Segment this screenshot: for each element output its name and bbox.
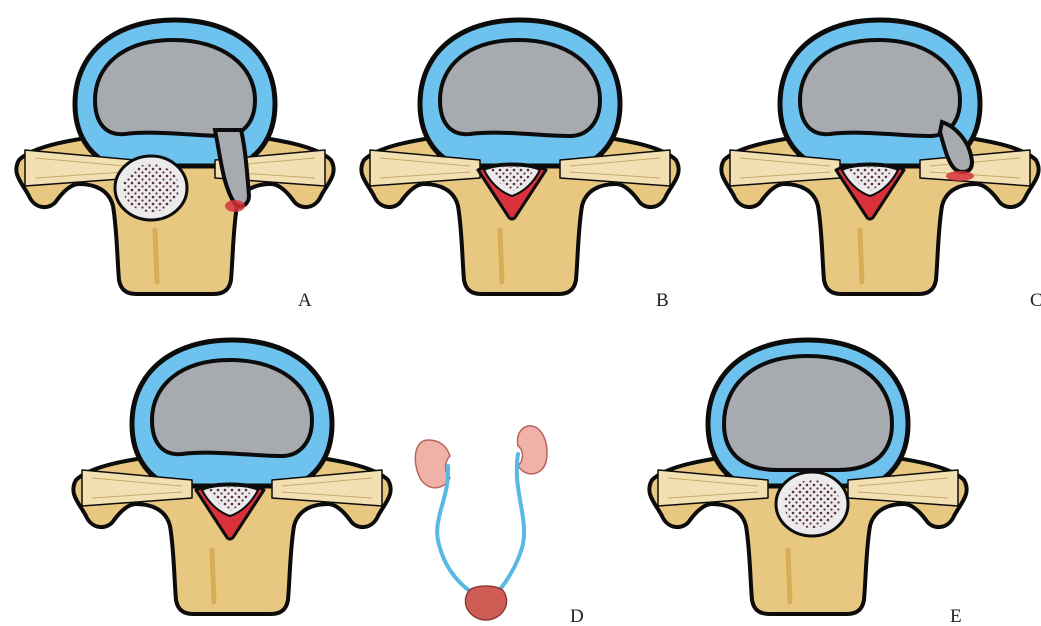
panel-label-a: A (298, 290, 312, 311)
panel-label-b: B (656, 290, 669, 311)
panel-label-d: D (570, 606, 584, 626)
panel-label-e: E (950, 606, 962, 626)
compression-site (225, 200, 245, 212)
urinary-tract (415, 426, 547, 620)
spinal-canal (776, 472, 848, 536)
intervertebral-disc (420, 20, 620, 166)
panel-label-c: C (1030, 290, 1041, 311)
bladder-icon (465, 586, 506, 620)
intervertebral-disc (132, 340, 332, 486)
panel-b (361, 20, 678, 294)
panel-c (721, 20, 1038, 294)
compression-site (946, 171, 974, 181)
panel-e (649, 340, 966, 614)
kidney-left-icon (415, 440, 450, 488)
intervertebral-disc (708, 340, 908, 486)
panel-a (16, 20, 333, 294)
panel-d-spine (73, 340, 390, 614)
spinal-canal (115, 156, 187, 220)
ureter-right (494, 454, 524, 596)
kidney-right-icon (517, 426, 547, 474)
